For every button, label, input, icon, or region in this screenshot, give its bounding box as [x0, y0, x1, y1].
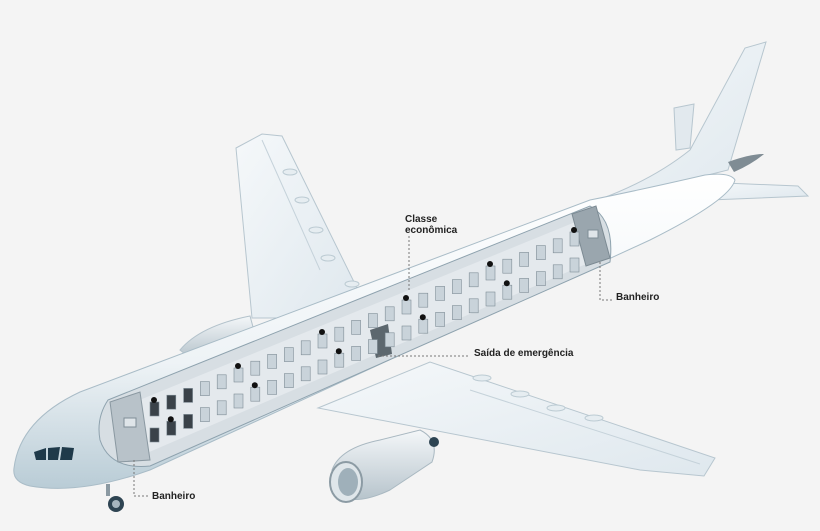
economy-label-line1: Classe — [405, 214, 438, 225]
seat-rows — [149, 227, 580, 443]
emergency-exit-label: Saída de emergência — [474, 348, 574, 359]
upper-wing — [235, 133, 360, 319]
front-bathroom-label: Banheiro — [152, 491, 196, 502]
economy-label-line2: econômica — [405, 225, 458, 236]
rear-bathroom-label: Banheiro — [616, 292, 660, 303]
engine — [329, 429, 439, 503]
lower-wing — [316, 361, 716, 477]
leader-lines — [133, 236, 612, 497]
economy-class-label: Classe econômica — [405, 214, 457, 236]
